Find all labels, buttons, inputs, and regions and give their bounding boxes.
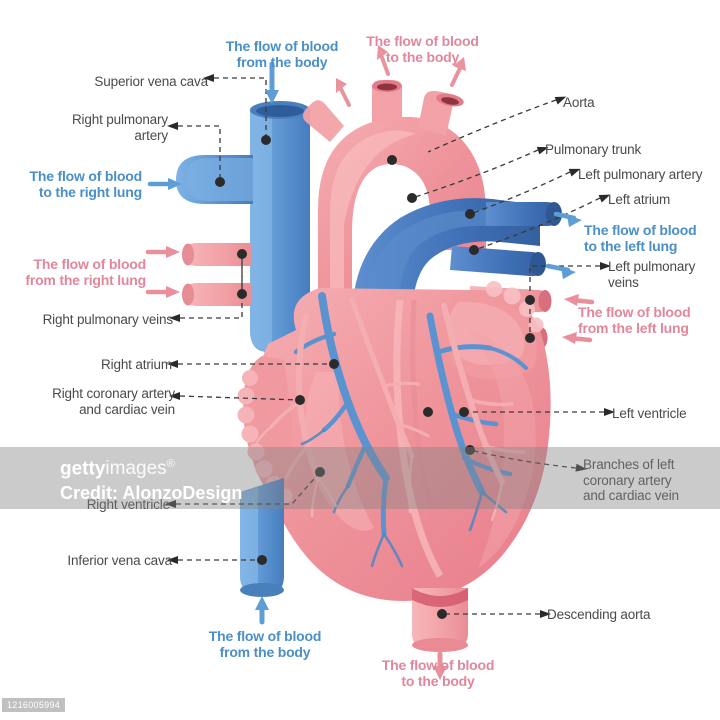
image-id-badge: 1216005994 [2,698,66,712]
label-left-pulmonary-artery: Left pulmonary artery [578,167,703,182]
label-pulmonary-trunk: Pulmonary trunk [545,142,642,157]
callout-flow-from-left-lung: The flow of blood from the left lung [578,304,691,336]
callout-flow-from-body-bottom: The flow of blood from the body [208,628,322,660]
inferior-vena-cava-vessel [240,478,284,597]
right-pulmonary-veins-vessel [182,243,252,306]
leader-lines [176,77,604,615]
watermark-registered-mark: ® [166,458,175,470]
label-descending-aorta: Descending aorta [547,607,651,622]
heart-body [237,281,551,601]
leader-arrowheads [165,74,615,618]
label-right-coronary-artery-and-cardiac-vein: Right coronary artery and cardiac vein [52,386,175,417]
watermark-brand-bold: getty [60,458,106,480]
callout-flow-from-body-top: The flow of blood from the body [225,38,339,70]
callout-flow-to-body-bottom: The flow of blood to the body [381,657,495,689]
watermark-brand: gettyimages® [60,452,480,481]
label-inferior-vena-cava: Inferior vena cava [67,553,172,568]
label-right-ventricle: Right ventricle [86,497,170,512]
watermark-text: gettyimages® Credit: AlonzoDesign [60,452,480,506]
flow-arrows [145,45,595,680]
watermark-credit: Credit: AlonzoDesign [60,483,243,504]
label-right-pulmonary-artery: Right pulmonary artery [71,112,168,143]
superior-vena-cava-vessel [250,101,310,352]
label-right-pulmonary-veins: Right pulmonary veins [42,312,174,327]
label-right-atrium: Right atrium [101,357,172,372]
label-left-ventricle: Left ventricle [612,406,687,421]
label-aorta: Aorta [563,95,595,110]
watermark-band [0,447,720,509]
label-superior-vena-cava: Superior vena cava [94,74,208,89]
anchor-dots [215,135,535,619]
callout-flow-from-right-lung: The flow of blood from the right lung [25,256,146,288]
label-left-atrium: Left atrium [608,192,671,207]
callout-flow-to-right-lung: The flow of blood to the right lung [29,168,143,200]
label-left-pulmonary-veins: Left pulmonary veins [608,259,696,290]
coronary-vessels [254,292,528,568]
label-branches-of-left-coronary-artery-and-cardiac-vein: Branches of left coronary artery and car… [583,457,679,503]
callout-flow-to-body-top: The flow of blood to the body [366,33,479,65]
right-pulmonary-artery-vessel [176,155,253,204]
aorta-vessel [303,80,486,330]
callout-flow-to-left-lung: The flow of blood to the left lung [584,222,697,254]
descending-aorta-vessel [412,588,468,652]
watermark-brand-light: images [105,458,167,480]
